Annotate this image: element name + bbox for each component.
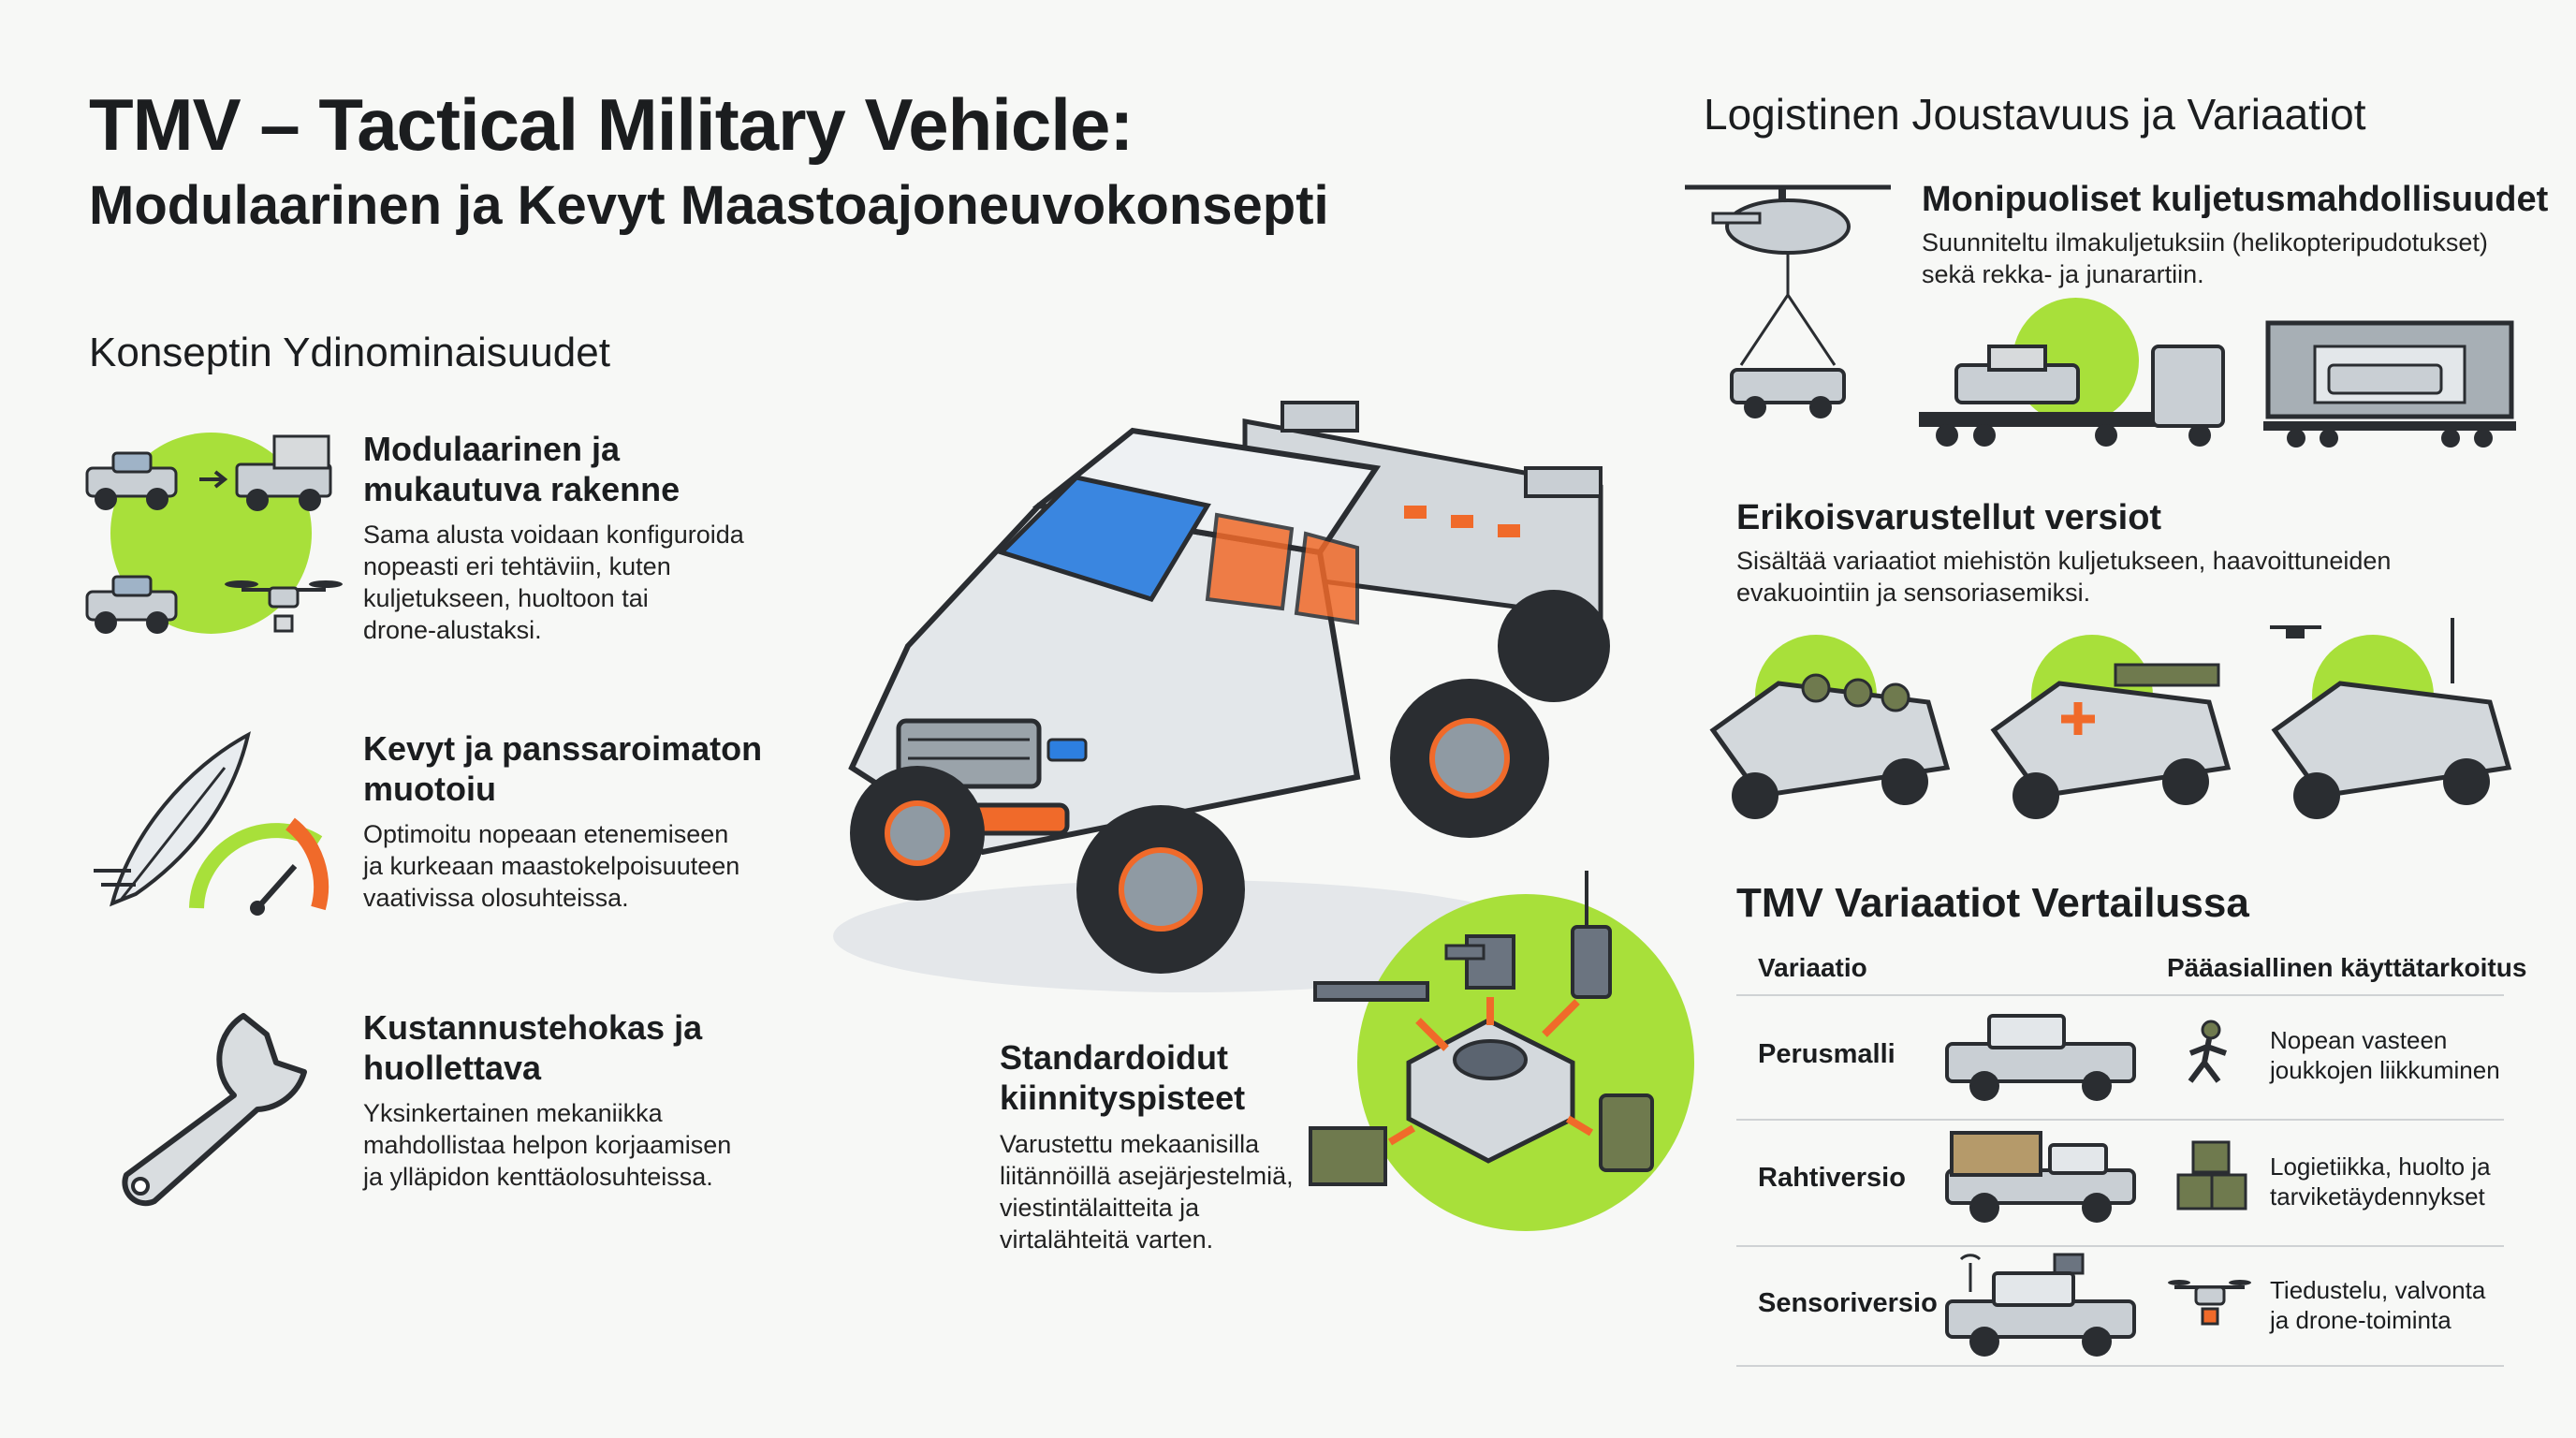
comparison-heading: TMV Variaatiot Vertailussa — [1736, 880, 2249, 926]
feature-3-title: Kustannustehokas ja huollettava — [363, 1008, 703, 1087]
special-versions-body: Sisältää variaatiot miehistön kuljetukse… — [1736, 547, 2392, 607]
table-row-3-desc: Tiedustelu, valvonta ja drone-toiminta — [2270, 1276, 2486, 1334]
wrench-icon — [122, 1013, 307, 1207]
feature-2-title: Kevyt ja panssaroimaton muotoiu — [363, 729, 763, 808]
page-title: TMV – Tactical Military Vehicle: — [89, 83, 1134, 166]
page-subtitle: Modulaarinen ja Kevyt Maastoajoneuvokons… — [89, 175, 1329, 236]
logistics-heading: Logistinen Joustavuus ja Variaatiot — [1704, 90, 2366, 139]
helicopter-icon — [1685, 184, 1891, 418]
supply-crates-icon — [2176, 1140, 2247, 1211]
table-divider — [1736, 1119, 2504, 1121]
transport-body: Suunniteltu ilmakuljetuksiin (helikopter… — [1922, 228, 2488, 288]
table-row-2-desc: Logietiikka, huolto ja tarviketäydennyks… — [2270, 1152, 2491, 1211]
sensor-model-vehicle-icon — [1945, 1253, 2136, 1357]
transport-title: Monipuoliset kuljetusmahdollisuudet — [1922, 180, 2549, 219]
table-row-1-label: Perusmalli — [1758, 1039, 1895, 1069]
col-header-variant: Variaatio — [1758, 953, 1867, 982]
feature-speedometer-icon — [94, 731, 329, 916]
medevac-vehicle-icon — [1990, 663, 2232, 819]
rail-transport-icon — [2263, 320, 2516, 448]
feature-1-title: Modulaarinen ja mukautuva rakenne — [363, 430, 681, 508]
table-divider — [1736, 1245, 2504, 1247]
vehicle-configurations-icon — [85, 434, 343, 634]
table-divider — [1736, 994, 2504, 996]
feature-1-body: Sama alusta voidaan konfiguroida nopeast… — [363, 521, 744, 644]
running-soldier-icon — [2188, 1020, 2227, 1083]
feature-2-body: Optimoitu nopeaan etenemiseen ja kurkeaa… — [363, 820, 740, 912]
sensor-vehicle-icon — [2270, 618, 2512, 819]
base-model-vehicle-icon — [1945, 1014, 2136, 1101]
mounting-points-diagram — [1309, 871, 1654, 1186]
mounting-title: Standardoidut kiinnityspisteet — [1000, 1038, 1246, 1117]
tmv-vehicle-illustration — [833, 401, 1610, 992]
crew-transport-vehicle-icon — [1709, 673, 1951, 819]
cargo-vehicle-icon — [1945, 1131, 2136, 1223]
table-row-2-label: Rahtiversio — [1758, 1163, 1906, 1193]
table-divider — [1736, 1365, 2504, 1367]
core-features-heading: Konseptin Ydinominaisuudet — [89, 330, 610, 375]
special-versions-title: Erikoisvarustellut versiot — [1736, 498, 2162, 537]
drone-icon — [2168, 1280, 2251, 1326]
truck-transport-icon — [1919, 345, 2225, 447]
feature-3-body: Yksinkertainen mekaniikka mahdollistaa h… — [363, 1099, 732, 1191]
mounting-body: Varustettu mekaanisilla liitännöillä ase… — [1000, 1130, 1294, 1254]
table-row-3-label: Sensoriversio — [1758, 1288, 1938, 1318]
table-row-1-desc: Nopean vasteen joukkojen liikkuminen — [2270, 1026, 2500, 1084]
col-header-purpose: Pääasiallinen käyttätarkoitus — [2167, 953, 2527, 982]
